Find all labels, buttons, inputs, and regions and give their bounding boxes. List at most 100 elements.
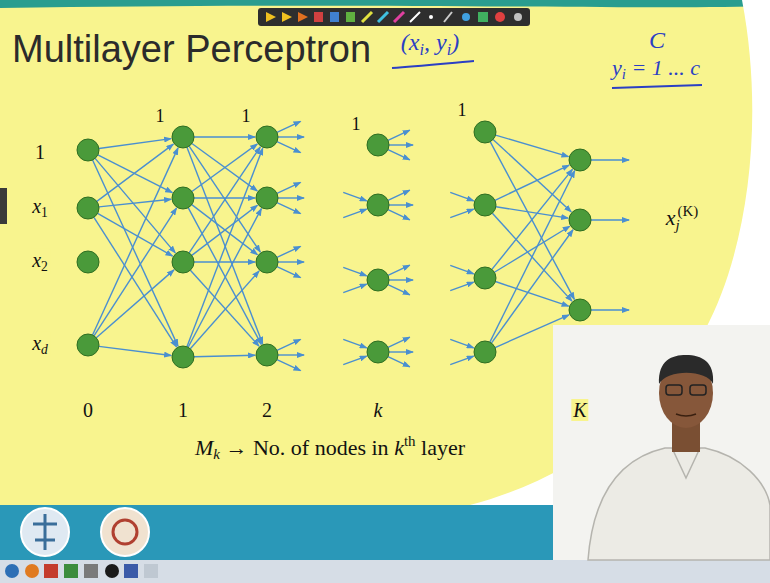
text-run: i: [622, 66, 626, 82]
toolbar-icon: [330, 12, 339, 22]
neuron-circle: [569, 149, 591, 171]
layer-index: 0: [81, 399, 95, 421]
toolbar-icon: [266, 12, 276, 22]
ink-underline: [392, 61, 474, 68]
neuron-circle: [474, 194, 496, 216]
layer-size-note: Mk → No. of nodes in kth layer: [193, 433, 467, 462]
top-band: [0, 0, 770, 8]
connection-arrow: [343, 267, 366, 276]
text-run: 2: [41, 259, 48, 274]
text-run: 0: [83, 399, 93, 421]
connection-arrow: [495, 165, 569, 200]
connection-arrow: [277, 182, 301, 193]
connection-arrow: [189, 146, 260, 252]
presenter-hair: [659, 355, 713, 384]
text-run: 1: [156, 106, 165, 126]
connection-arrow: [388, 285, 410, 295]
taskbar-icon: [44, 564, 58, 578]
connection-arrow: [450, 356, 473, 365]
neuron-circle: [77, 251, 99, 273]
toolbar-icon: [410, 12, 420, 22]
taskbar-icon: [105, 564, 119, 578]
text-run: x: [32, 249, 41, 271]
shirt-collar: [672, 448, 700, 478]
taskbar-icon: [64, 564, 78, 578]
layer-index: k: [372, 399, 385, 421]
connection-arrow: [96, 270, 174, 338]
toolbar-icon: [282, 12, 292, 22]
neuron-circle: [256, 251, 278, 273]
connection-arrow: [190, 271, 259, 349]
text-run: C: [649, 27, 665, 53]
connection-arrow: [343, 356, 366, 365]
connection-arrow: [389, 279, 413, 280]
neuron-circle: [367, 194, 389, 216]
text-run: (x: [401, 29, 420, 55]
presenter-mouth: [676, 414, 696, 416]
connection-arrow: [194, 355, 255, 356]
connection-arrow: [187, 148, 263, 347]
connection-arrow: [388, 190, 410, 200]
connection-arrow: [343, 192, 366, 201]
connection-arrow: [388, 357, 410, 367]
neuron-circle: [77, 139, 99, 161]
text-run: 2: [262, 399, 272, 421]
text-run: d: [41, 342, 48, 357]
text-run: k: [374, 399, 383, 421]
bias-label: 1: [456, 101, 469, 121]
connection-arrow: [93, 148, 178, 335]
connection-arrow: [450, 209, 473, 218]
connection-arrow: [278, 197, 304, 198]
text-run: 1: [242, 106, 251, 126]
taskbar-icon: [124, 564, 138, 578]
connection-arrow: [490, 142, 574, 300]
connection-arrow: [389, 204, 413, 205]
network-illustration: [77, 121, 629, 371]
text-run: k: [394, 435, 404, 460]
connection-arrow: [189, 147, 260, 253]
connection-arrow: [99, 139, 171, 149]
presenter-video: [553, 325, 770, 560]
toolbar-icon: [346, 12, 355, 22]
connection-arrow: [591, 309, 629, 310]
handwritten-note: (xi, yi): [399, 29, 461, 59]
connection-arrow: [388, 130, 410, 140]
text-run: k: [213, 446, 220, 462]
layer-index: 1: [176, 399, 190, 421]
toolbar-icon: [298, 12, 308, 22]
handwritten-note: C: [647, 27, 667, 53]
presenter-glasses: [666, 385, 682, 395]
connection-arrow: [277, 142, 301, 153]
nptel-logo-mark: [113, 520, 137, 544]
text-run: K: [573, 399, 586, 421]
text-run: (K): [677, 203, 698, 219]
text-run: = 1 ... c: [626, 55, 700, 80]
text-run: x: [32, 195, 41, 217]
connection-arrow: [97, 144, 174, 201]
text-run: i: [419, 40, 424, 59]
connection-arrow: [591, 159, 629, 160]
connection-arrow: [450, 265, 473, 274]
neuron-circle: [77, 334, 99, 356]
taskbar-icon: [144, 564, 158, 578]
side-tab: [0, 188, 7, 224]
toolbar-icon: [514, 13, 522, 21]
connection-arrow: [343, 339, 366, 348]
text-run: → No. of nodes in: [220, 435, 394, 460]
text-run: 1: [41, 205, 48, 220]
neuron-circle: [474, 267, 496, 289]
toolbar-icon: [362, 12, 372, 22]
connection-arrow: [98, 213, 173, 256]
input-label: xd: [30, 332, 50, 358]
connection-arrow: [278, 136, 304, 137]
connection-arrow: [278, 354, 304, 355]
connection-arrow: [99, 199, 171, 207]
connection-arrow: [496, 207, 568, 218]
text-run: 1: [35, 141, 45, 163]
text-run: th: [404, 433, 416, 449]
connection-arrow: [188, 209, 261, 348]
connection-arrow: [495, 282, 568, 307]
ink-underline: [612, 85, 702, 88]
neuron-circle: [367, 134, 389, 156]
